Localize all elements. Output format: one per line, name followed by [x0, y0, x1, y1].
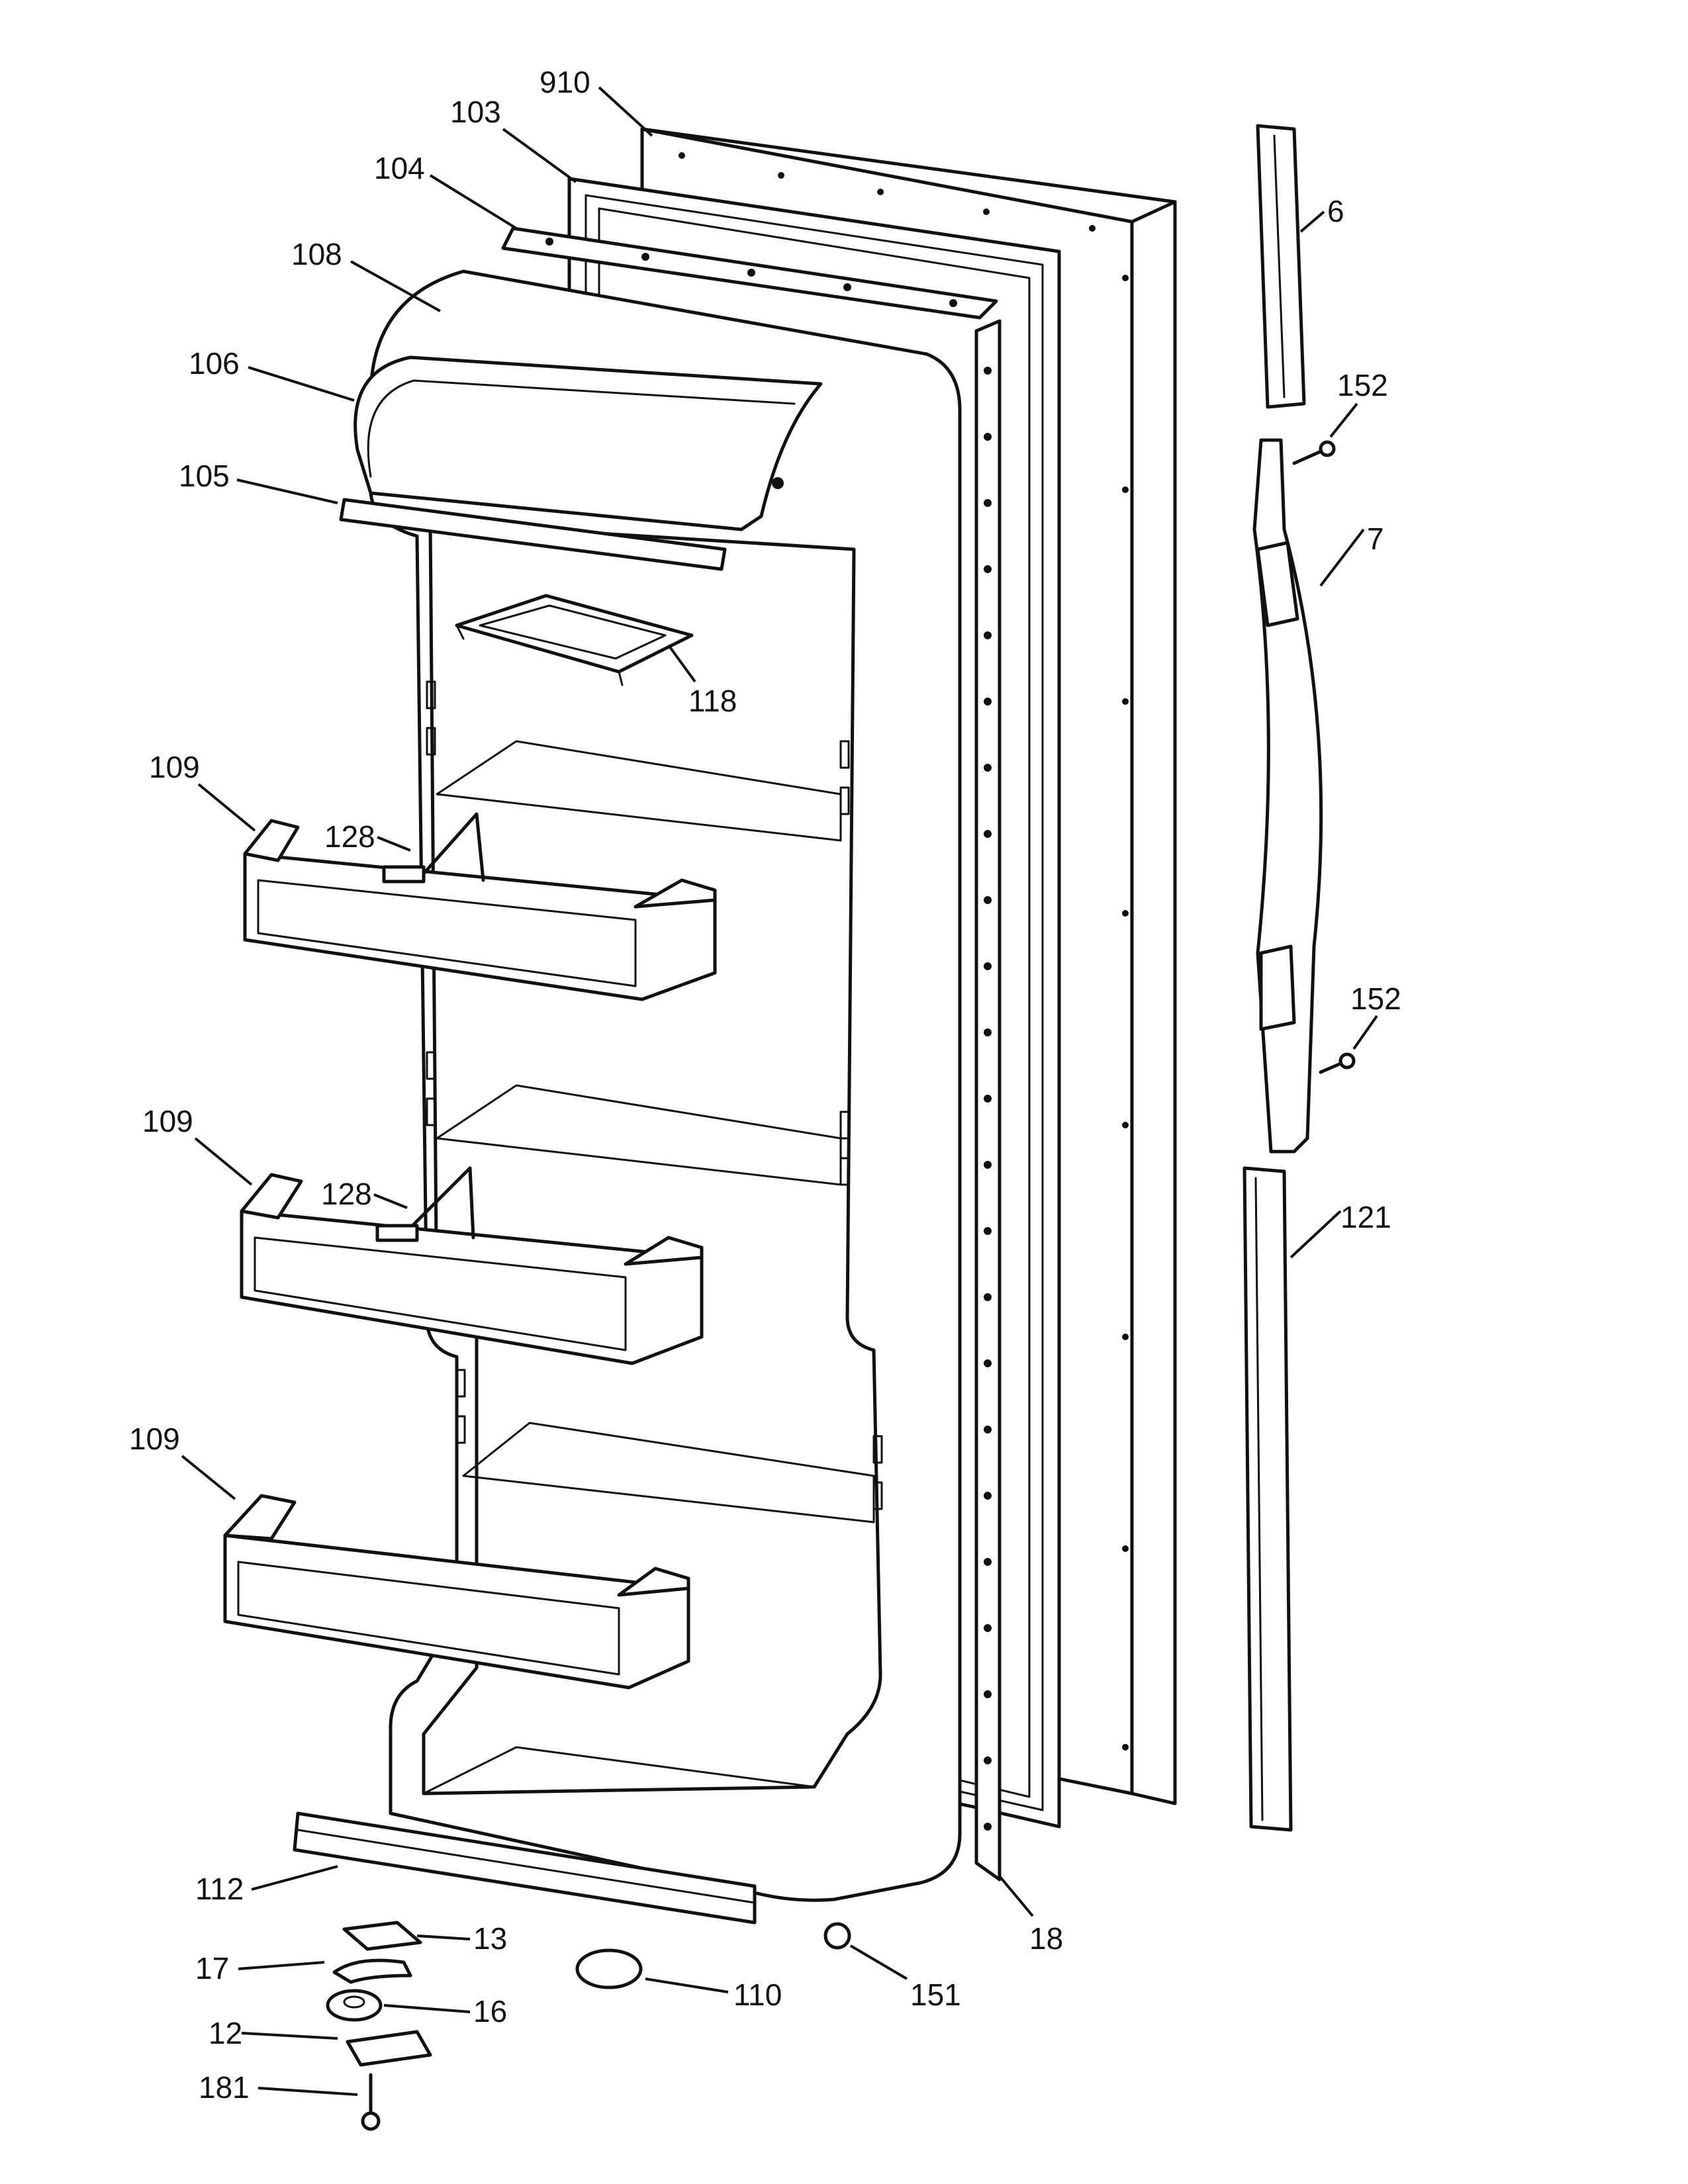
- dairy-door: [353, 355, 823, 531]
- callout-128-top: 128: [324, 819, 375, 854]
- callout-109-top: 109: [149, 750, 200, 784]
- door-stop: [575, 1948, 643, 1989]
- callout-152-lower: 152: [1350, 981, 1401, 1016]
- callout-6: 6: [1327, 194, 1344, 228]
- callout-112: 112: [195, 1872, 244, 1906]
- callout-16: 16: [473, 1994, 507, 2028]
- callout-181: 181: [199, 2070, 250, 2105]
- callout-13: 13: [473, 1921, 507, 1956]
- callout-109-bottom: 109: [129, 1422, 180, 1456]
- callout-103: 103: [450, 95, 501, 129]
- callout-108: 108: [291, 237, 342, 271]
- door-bin-top: [243, 812, 717, 1001]
- door-bin-middle: [240, 1166, 704, 1365]
- dairy-trim-bar: [339, 498, 727, 571]
- callout-128-middle: 128: [321, 1177, 372, 1211]
- callout-109-middle: 109: [142, 1104, 193, 1138]
- door-bin-bottom: [223, 1494, 690, 1690]
- liner-frame: [974, 319, 1002, 1882]
- callout-104: 104: [374, 151, 425, 185]
- top-trim: [501, 226, 998, 320]
- screw-upper: [1292, 440, 1336, 465]
- door-handle: [1252, 438, 1323, 1154]
- callout-12: 12: [209, 2016, 242, 2050]
- leader-lines: [181, 86, 1378, 2096]
- screw-lower: [1319, 1052, 1356, 1074]
- plug-button: [823, 1922, 851, 1950]
- callout-152-upper: 152: [1337, 368, 1388, 402]
- hinge-parts: [326, 1921, 432, 2131]
- callout-910: 910: [539, 65, 590, 99]
- callout-151: 151: [910, 1978, 961, 2012]
- bottom-trim: [293, 1811, 757, 1925]
- callout-118: 118: [688, 684, 737, 718]
- egg-tray: [455, 594, 694, 686]
- callout-18: 18: [1029, 1921, 1063, 1956]
- handle-cap-bottom: [1243, 1166, 1293, 1832]
- handle-cap-top: [1256, 124, 1306, 409]
- callout-7: 7: [1367, 522, 1384, 556]
- callout-105: 105: [179, 459, 230, 493]
- callout-17: 17: [195, 1951, 229, 1985]
- callout-labels: 910 103 104 108 106 105 118 109 128 109 …: [129, 65, 1401, 2105]
- callout-110: 110: [733, 1978, 782, 2012]
- callout-121: 121: [1340, 1200, 1391, 1234]
- callout-106: 106: [189, 346, 240, 381]
